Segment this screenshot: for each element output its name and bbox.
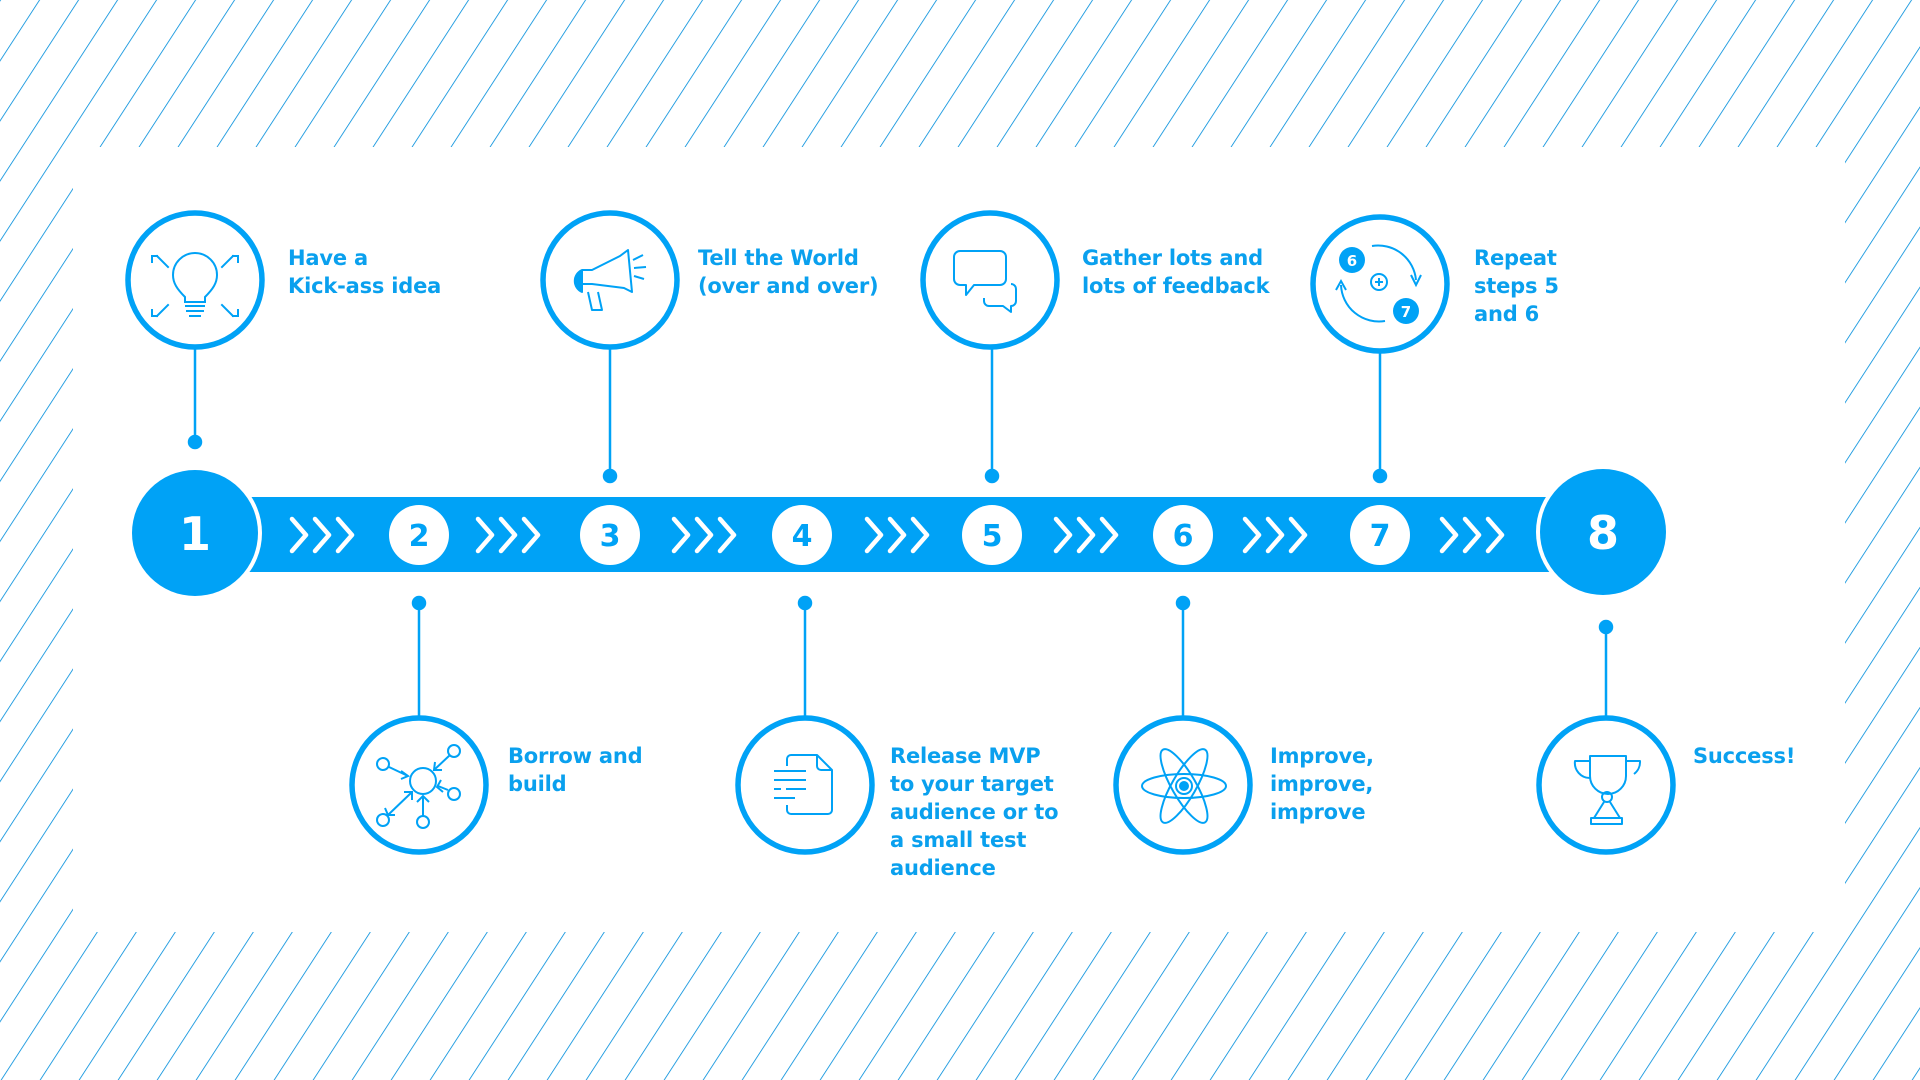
- svg-text:2: 2: [409, 519, 430, 554]
- step-5-label: Gather lots and lots of feedback: [1082, 246, 1270, 298]
- step-4-icon-ring: [735, 715, 875, 855]
- svg-text:1: 1: [179, 507, 211, 561]
- lightbulb-icon: [151, 252, 239, 318]
- step-5-marker: 5: [962, 505, 1022, 565]
- trophy-icon: [1573, 755, 1642, 825]
- svg-text:3: 3: [600, 519, 621, 554]
- step-6-marker: 6: [1153, 505, 1213, 565]
- step-5-icon-ring: [920, 210, 1060, 350]
- svg-text:8: 8: [1587, 506, 1619, 560]
- atom-icon: [1141, 748, 1227, 824]
- step-8-label: Success!: [1693, 744, 1796, 768]
- step-8-marker: 8: [1536, 465, 1670, 599]
- step-1-label: Have a Kick-ass idea: [288, 246, 442, 298]
- megaphone-icon: [573, 249, 647, 311]
- step-1-marker: 1: [128, 466, 262, 600]
- step-7-marker: 7: [1350, 505, 1410, 565]
- step-3-label: Tell the World (over and over): [698, 246, 879, 298]
- step-1-icon-ring: [125, 210, 265, 350]
- chat-bubbles-icon: [953, 250, 1017, 313]
- step-2-icon-ring: [349, 715, 489, 855]
- step-8-icon-ring: [1536, 715, 1676, 855]
- connectors: [187, 349, 1614, 716]
- step-3-marker: 3: [580, 505, 640, 565]
- document-icon: [774, 754, 833, 815]
- network-arrows-icon: [376, 744, 461, 829]
- svg-text:4: 4: [792, 519, 813, 554]
- svg-text:7: 7: [1401, 303, 1411, 321]
- repeat-cycle-icon: 6 7: [1335, 244, 1422, 324]
- svg-text:6: 6: [1347, 252, 1357, 270]
- step-2-marker: 2: [389, 505, 449, 565]
- step-2-label: Borrow and build: [508, 744, 643, 796]
- step-6-label: Improve, improve, improve: [1270, 744, 1374, 824]
- svg-text:5: 5: [982, 519, 1003, 554]
- step-3-icon-ring: [540, 210, 680, 350]
- step-7-label: Repeat steps 5 and 6: [1474, 246, 1559, 326]
- svg-text:6: 6: [1173, 519, 1194, 554]
- svg-text:7: 7: [1370, 519, 1391, 554]
- timeline-bar: [240, 497, 1560, 572]
- step-4-label: Release MVP to your target audience or t…: [890, 744, 1059, 880]
- step-4-marker: 4: [772, 505, 832, 565]
